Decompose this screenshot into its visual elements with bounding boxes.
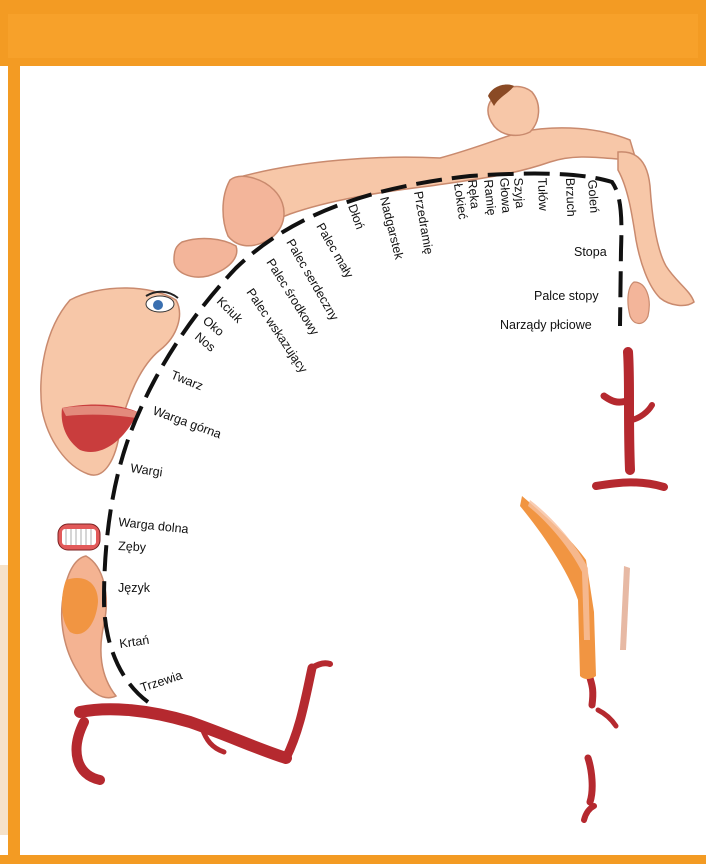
- label-palce-stopy: Palce stopy: [534, 289, 599, 303]
- label-tulow: Tułów: [535, 178, 550, 212]
- label-przedramie: Przedramię: [411, 190, 436, 255]
- label-glowa: Głowa: [497, 177, 513, 213]
- label-brzuch: Brzuch: [563, 178, 578, 217]
- label-ramie: Ramię: [481, 179, 499, 216]
- label-trzewia: Trzewia: [139, 668, 185, 695]
- label-warga-gorna: Warga górna: [151, 404, 223, 442]
- label-stopa: Stopa: [574, 245, 607, 259]
- label-zeby: Zęby: [118, 539, 147, 554]
- teeth-figure: [58, 524, 100, 550]
- label-krtan: Krtań: [118, 633, 150, 651]
- orange-region: [520, 496, 630, 679]
- label-wargi: Wargi: [130, 461, 164, 479]
- face-figure: [41, 288, 180, 475]
- label-szyja: Szyja: [511, 177, 527, 209]
- label-narzady-plciowe: Narządy płciowe: [500, 318, 592, 332]
- label-palec-maly: Palec mały: [313, 221, 356, 282]
- label-dlon: Dłoń: [345, 202, 367, 231]
- label-golen: Goleń: [585, 179, 601, 213]
- label-nadgarstek: Nadgarstek: [377, 195, 406, 261]
- label-twarz: Twarz: [169, 368, 205, 393]
- label-warga-dolna: Warga dolna: [118, 515, 190, 536]
- label-jezyk: Język: [118, 581, 151, 595]
